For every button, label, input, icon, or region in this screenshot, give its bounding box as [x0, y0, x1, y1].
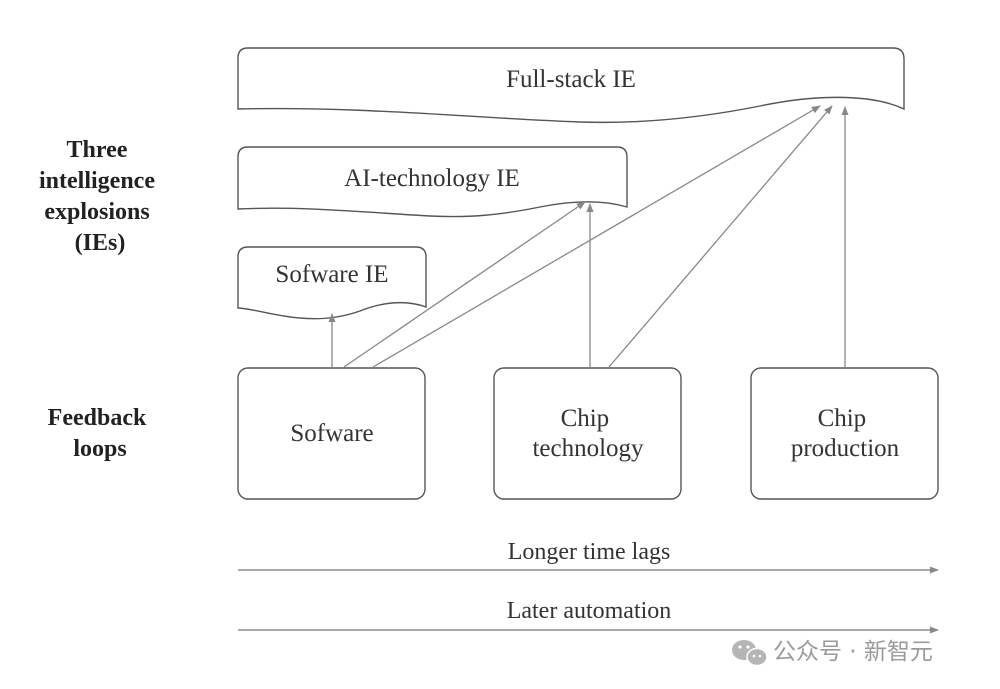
arrow-chip-technology-to-full-stack-ie — [608, 105, 833, 368]
row-label-explosions: Three intelligence explosions (IEs) — [39, 137, 161, 256]
chip-production-loop-label: Chip production — [791, 405, 900, 462]
full-stack-ie-node: Full-stack IE — [237, 47, 905, 124]
chip-production-loop-node: Chip production — [750, 367, 939, 500]
automation-axis-label: Later automation — [507, 598, 672, 624]
arrow-software-to-ai-technology-ie — [343, 201, 586, 368]
chip-technology-loop-label: Chip technology — [532, 405, 644, 462]
chip-technology-loop-node: Chip technology — [493, 367, 682, 500]
ai-technology-ie-label: AI-technology IE — [344, 165, 520, 192]
software-ie-node: Sofware IE — [237, 246, 427, 320]
watermark-text: 公众号 · 新智元 — [773, 639, 933, 665]
software-loop-label: Sofware — [290, 420, 373, 447]
software-loop-node: Sofware — [237, 367, 426, 500]
row-label-feedback-loops: Feedback loops — [48, 405, 153, 462]
arrow-software-to-full-stack-ie — [372, 105, 821, 368]
time-lags-axis-label: Longer time lags — [508, 539, 671, 565]
full-stack-ie-label: Full-stack IE — [506, 66, 636, 93]
software-ie-label: Sofware IE — [275, 261, 388, 288]
watermark: 公众号 · 新智元 — [732, 639, 933, 667]
wechat-icon — [732, 640, 768, 667]
ai-technology-ie-node: AI-technology IE — [237, 146, 628, 218]
